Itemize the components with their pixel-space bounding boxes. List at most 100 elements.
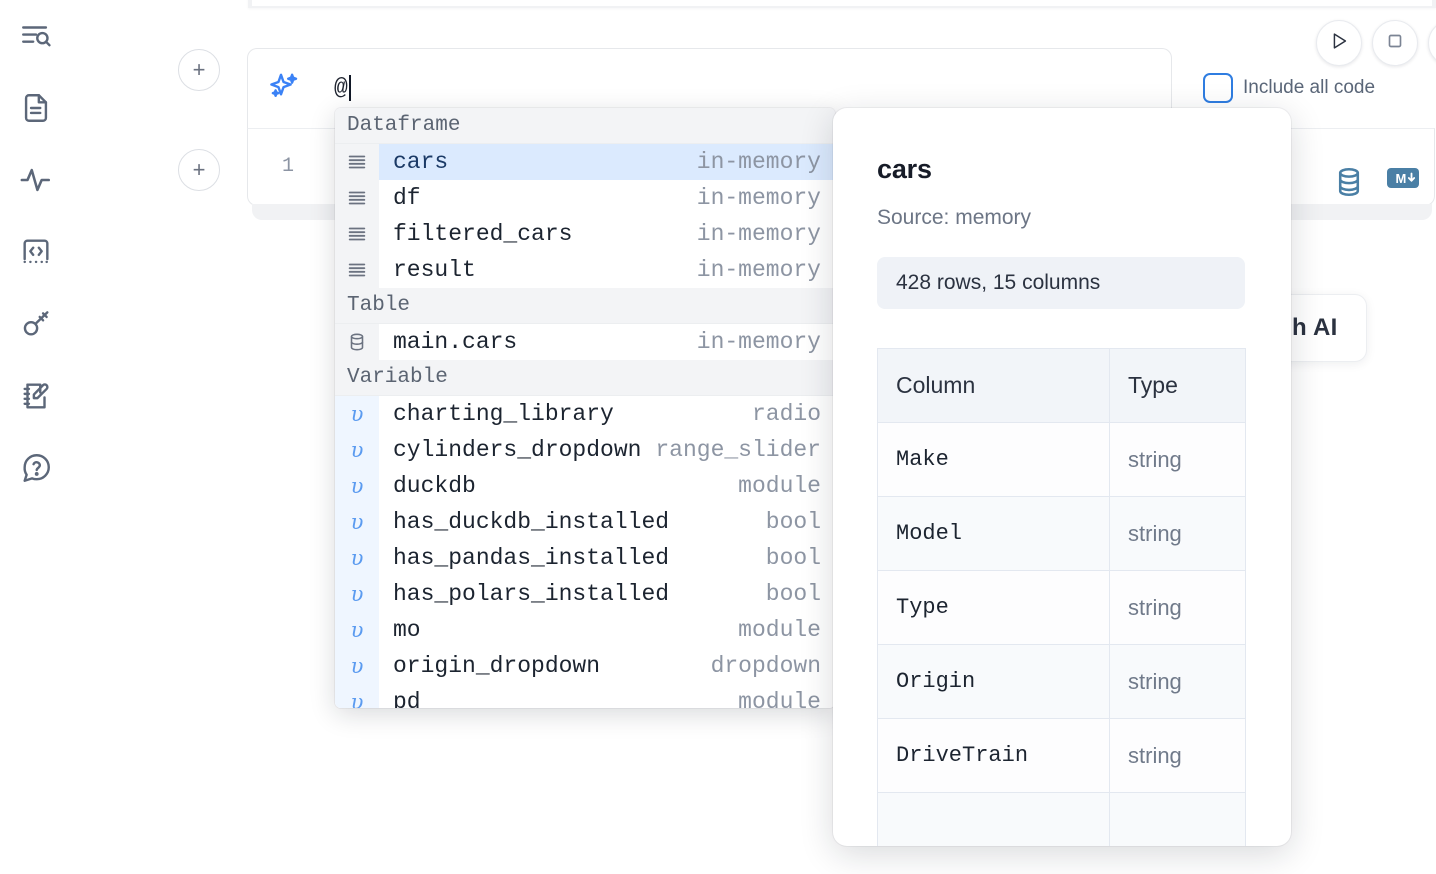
notebook-edit-icon <box>19 379 53 413</box>
autocomplete-item-type: module <box>738 689 821 708</box>
outline-search-icon <box>19 19 53 53</box>
autocomplete-item[interactable]: υ cylinders_dropdown range_slider <box>335 432 835 468</box>
dataframe-icon <box>335 252 379 288</box>
autocomplete-item[interactable]: main.cars in-memory <box>335 324 835 360</box>
add-cell-button-bottom[interactable]: + <box>178 149 220 191</box>
variable-icon: υ <box>335 396 379 432</box>
sidebar-item-secrets[interactable] <box>12 300 60 348</box>
code-snippet-icon <box>19 235 53 269</box>
ai-sparkle-icon <box>266 70 302 106</box>
sidebar-item-scratchpad[interactable] <box>12 372 60 420</box>
add-cell-button-top[interactable]: + <box>178 49 220 91</box>
sidebar-item-outline[interactable] <box>12 12 60 60</box>
text-caret <box>348 75 351 101</box>
autocomplete-item-name: cars <box>393 149 449 175</box>
sidebar-rail <box>0 0 72 874</box>
autocomplete-item-type: in-memory <box>696 221 821 247</box>
variable-icon: υ <box>335 612 379 648</box>
sidebar-item-notebook[interactable] <box>12 84 60 132</box>
play-icon <box>1328 30 1350 57</box>
dataframe-icon <box>335 180 379 216</box>
autocomplete-item[interactable]: υ has_polars_installed bool <box>335 576 835 612</box>
autocomplete-item-type: dropdown <box>710 653 821 679</box>
preview-column-name: Origin <box>877 644 1110 719</box>
autocomplete-item-type: module <box>738 617 821 643</box>
autocomplete-item-name: main.cars <box>393 329 518 355</box>
cell-database-button[interactable] <box>1332 165 1366 204</box>
autocomplete-item-type: bool <box>765 581 821 607</box>
run-button[interactable] <box>1316 20 1362 66</box>
line-number: 1 <box>281 155 294 178</box>
dataframe-icon <box>335 216 379 252</box>
autocomplete-item-name: cylinders_dropdown <box>393 437 642 463</box>
autocomplete-item-type: in-memory <box>696 257 821 283</box>
preview-column-type: string <box>1109 644 1246 719</box>
variable-icon: υ <box>335 576 379 612</box>
table-row <box>877 792 1246 846</box>
sidebar-item-activity[interactable] <box>12 156 60 204</box>
key-secrets-icon <box>19 307 53 341</box>
preview-column-name: Model <box>877 496 1110 571</box>
sidebar-item-snippets[interactable] <box>12 228 60 276</box>
autocomplete-item-name: has_polars_installed <box>393 581 670 607</box>
autocomplete-item-type: range_slider <box>655 437 821 463</box>
variable-icon: υ <box>335 468 379 504</box>
preview-column-type <box>1109 792 1246 846</box>
ai-prompt-input[interactable]: @ <box>334 70 351 106</box>
autocomplete-group-header: Dataframe <box>335 108 835 144</box>
include-all-code-checkbox[interactable] <box>1203 73 1233 103</box>
sidebar-item-help[interactable] <box>12 444 60 492</box>
autocomplete-item[interactable]: υ origin_dropdown dropdown <box>335 648 835 684</box>
autocomplete-item-type: in-memory <box>696 185 821 211</box>
autocomplete-item-name: mo <box>393 617 421 643</box>
autocomplete-group-header: Variable <box>335 360 835 396</box>
database-icon <box>1332 165 1366 204</box>
preview-source: Source: memory <box>877 206 1032 229</box>
table-db-icon <box>335 324 379 360</box>
markdown-icon: M <box>1386 165 1420 196</box>
autocomplete-item-type: in-memory <box>696 329 821 355</box>
document-icon <box>19 91 53 125</box>
autocomplete-item[interactable]: filtered_cars in-memory <box>335 216 835 252</box>
autocomplete-item-name: origin_dropdown <box>393 653 601 679</box>
activity-pulse-icon <box>19 163 53 197</box>
preview-column-name: Type <box>877 570 1110 645</box>
variable-icon: υ <box>335 504 379 540</box>
autocomplete-item-name: charting_library <box>393 401 614 427</box>
autocomplete-item-type: module <box>738 473 821 499</box>
variable-icon: υ <box>335 648 379 684</box>
autocomplete-item-type: in-memory <box>696 149 821 175</box>
preview-column-type: string <box>1109 496 1246 571</box>
autocomplete-item-type: bool <box>765 509 821 535</box>
include-all-code-toggle[interactable]: Include all code <box>1203 73 1375 103</box>
dataframe-icon <box>335 144 379 180</box>
stop-button[interactable] <box>1372 20 1418 66</box>
ai-prompt-value: @ <box>334 75 348 101</box>
autocomplete-item-name: filtered_cars <box>393 221 573 247</box>
autocomplete-group-header: Table <box>335 288 835 324</box>
preview-column-type: string <box>1109 570 1246 645</box>
variable-icon: υ <box>335 432 379 468</box>
variable-icon: υ <box>335 684 379 708</box>
autocomplete-item[interactable]: cars in-memory <box>335 144 835 180</box>
dataframe-preview-popover: cars Source: memory 428 rows, 15 columns… <box>833 108 1291 846</box>
cell-markdown-button[interactable]: M <box>1386 165 1420 196</box>
autocomplete-item-name: pd <box>393 689 421 708</box>
preview-column-type: string <box>1109 718 1246 793</box>
